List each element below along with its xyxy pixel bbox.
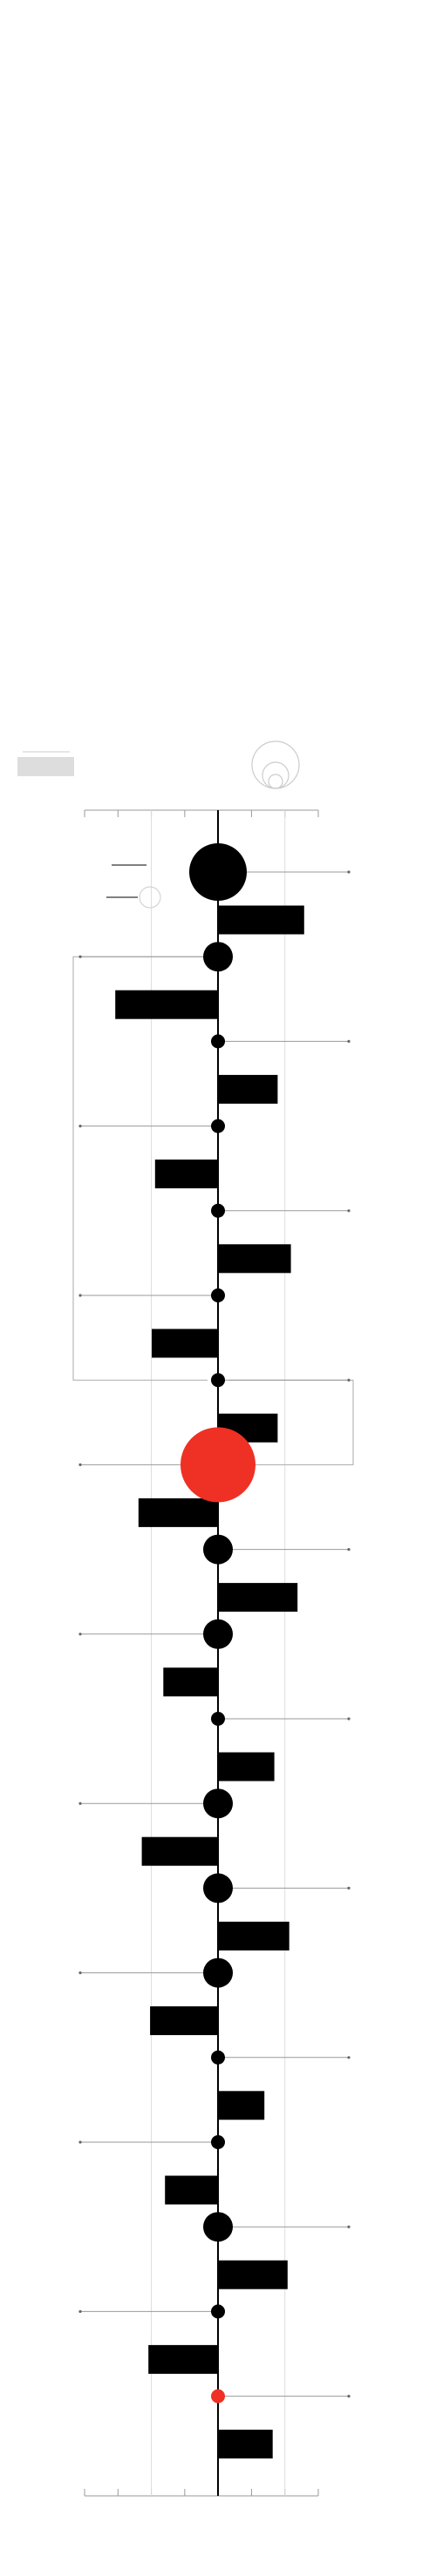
duration-bar [218,2091,265,2120]
leader-end-dot [78,1971,82,1975]
leader-lines [78,870,351,2398]
leader-end-dot [347,2056,351,2059]
leader-end-dot [347,2225,351,2228]
leader-end-dot [347,1548,351,1552]
bars [115,905,304,2459]
legend [17,740,300,789]
event-marker [211,1712,225,1726]
duration-bar [218,1921,290,1951]
duration-bar [218,1583,298,1613]
legend-size-circle-small [268,774,283,789]
event-marker [211,1288,225,1302]
event-marker [203,1873,233,1903]
leader-end-dot [78,1802,82,1805]
duration-bar [115,990,218,1019]
duration-bar [218,905,304,935]
duration-bar [163,1667,218,1697]
ghost-circle [139,886,161,909]
duration-bar [218,2260,288,2289]
leader-end-dot [78,1463,82,1466]
event-marker [189,843,247,901]
leader-end-dot [347,1039,351,1043]
leader-end-dot [347,870,351,874]
duration-bar [218,2430,273,2459]
duration-bar [165,2175,218,2205]
leader-end-dot [78,955,82,958]
event-marker [211,1203,225,1218]
event-marker [203,1534,233,1565]
event-marker [211,2050,225,2065]
event-marker [203,942,233,972]
event-marker-highlight [211,2389,225,2404]
duration-bar [218,1074,278,1104]
event-marker [203,1788,233,1819]
duration-bar [138,1498,218,1527]
leader-end-dot [78,1294,82,1297]
duration-bar [148,2344,218,2374]
duration-bar [150,2006,218,2036]
event-marker-highlight [181,1427,255,1503]
duration-bar [152,1329,218,1358]
legend-box [17,757,74,776]
leader-end-dot [347,1886,351,1890]
event-marker [211,1119,225,1133]
leader-end-dot [78,2309,82,2313]
leader-end-dot [78,1125,82,1128]
grid [84,809,319,2497]
legend-size-circle-large [251,740,300,789]
leader-end-dot [347,1209,351,1213]
event-marker [211,2135,225,2149]
duration-bar [141,1836,218,1866]
legend-size-circle-medium [262,761,290,789]
leader-end-dot [347,1378,351,1382]
event-marker [211,1034,225,1049]
leader-end-dot [347,2395,351,2398]
event-marker [203,1957,233,1988]
event-marker [203,2212,233,2242]
event-marker [203,1619,233,1649]
duration-bar [154,1160,218,1189]
leader-end-dot [347,1717,351,1721]
duration-bar [218,1752,275,1782]
event-marker [211,2304,225,2319]
leader-end-dot [78,2140,82,2144]
event-marker [211,1373,225,1388]
event-markers [181,843,255,2404]
leader-end-dot [78,1633,82,1636]
duration-bar [218,1244,291,1274]
